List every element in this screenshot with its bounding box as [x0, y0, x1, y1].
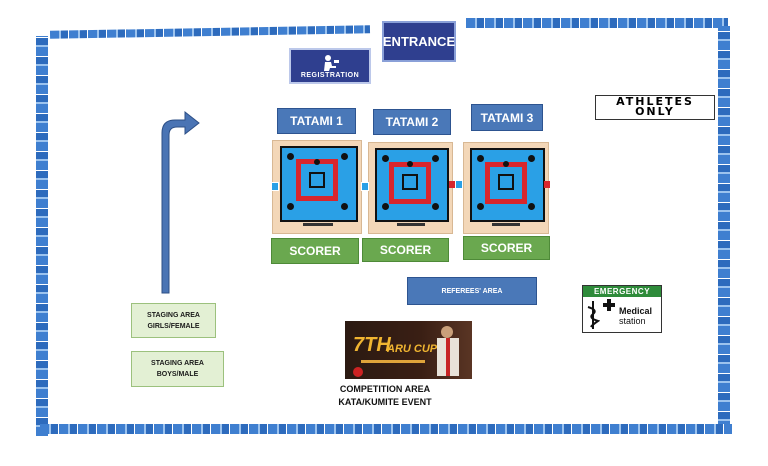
entrance-sign: ENTRANCE [382, 21, 456, 62]
tatami-1-label: TATAMI 1 [277, 108, 356, 134]
poster-subtitle: ARU CUP [387, 343, 438, 355]
tatami-2-label: TATAMI 2 [373, 109, 451, 135]
registration-person-icon [324, 54, 339, 71]
medical-cross-icon [603, 299, 615, 311]
marker-red-1 [449, 181, 455, 188]
wall-right [718, 26, 730, 430]
registration-sign: REGISTRATION [289, 48, 371, 84]
registration-label: REGISTRATION [300, 71, 360, 79]
wall-bottom [40, 424, 732, 434]
staging-area-girls: STAGING AREA GIRLS/FEMALE [131, 303, 216, 338]
tatami-2-mat [368, 142, 453, 234]
athletes-only-sign: ATHLETES ONLY [595, 95, 715, 120]
marker-blue-3 [456, 181, 462, 188]
marker-blue-2 [361, 182, 369, 191]
tatami-3-mat [463, 142, 549, 234]
marker-blue-1 [271, 182, 279, 191]
entrance-label: ENTRANCE [382, 34, 456, 49]
scorer-table-3: SCORER [463, 236, 550, 260]
poster-title: 7TH [353, 334, 391, 356]
caduceus-icon [587, 301, 600, 329]
wall-top-right [466, 18, 728, 28]
competition-area-label: COMPETITION AREA KATA/KUMITE EVENT [338, 384, 432, 407]
scorer-table-2: SCORER [362, 238, 449, 262]
direction-arrow-icon [161, 110, 200, 294]
staging-area-boys: STAGING AREA BOYS/MALE [131, 351, 224, 387]
event-poster: 7TH ARU CUP [345, 321, 472, 379]
marker-red-2 [544, 181, 550, 188]
scorer-table-1: SCORER [271, 238, 359, 264]
athletes-only-label: ATHLETES ONLY [616, 95, 694, 118]
tatami-1-mat [272, 140, 362, 234]
emergency-label: EMERGENCY [583, 286, 661, 297]
referees-area: REFEREES' AREA [407, 277, 537, 305]
emergency-medical-sign: EMERGENCY Medical station [582, 285, 662, 333]
wall-left [36, 36, 48, 436]
wall-top-left [49, 25, 371, 39]
medical-label: Medical station [619, 306, 653, 326]
tatami-3-label: TATAMI 3 [471, 104, 543, 131]
